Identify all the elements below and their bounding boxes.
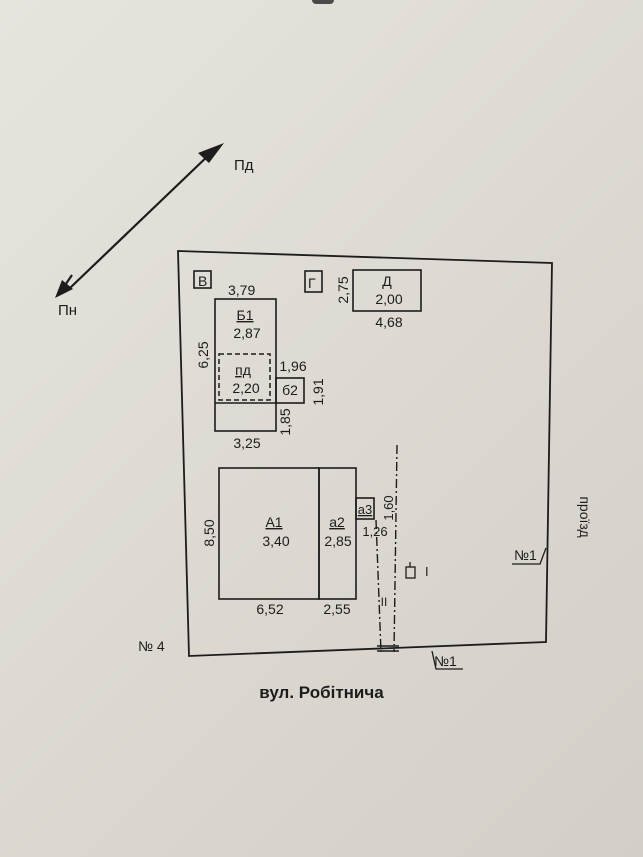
extension-a2-name: а2 — [329, 514, 345, 530]
neighbor-right-leader — [512, 547, 547, 565]
neighbor-bottom-label: №1 — [434, 653, 457, 669]
basement-pd-name: пд — [235, 362, 251, 378]
extension-a2-rect — [318, 467, 357, 600]
porch-a3-name: а3 — [358, 502, 372, 517]
building-b1-length: 6,25 — [195, 341, 211, 368]
building-b1-name: Б1 — [237, 307, 254, 323]
porch-a3-height: 1,26 — [362, 524, 387, 539]
south-label: Пд — [234, 157, 254, 174]
north-label: Пн — [58, 302, 77, 319]
house-a1-height: 3,40 — [262, 533, 289, 549]
porch-a3-length: 1,60 — [381, 495, 396, 520]
building-b1-width: 3,25 — [233, 435, 260, 451]
neighbor-left-label: № 4 — [138, 638, 165, 654]
page-edge-mark — [312, 0, 334, 4]
neighbor-bottom-leader — [431, 650, 463, 670]
building-d-height: 2,00 — [375, 291, 402, 307]
building-b2-length: 1,91 — [310, 378, 326, 405]
house-a1-width: 6,52 — [256, 601, 283, 617]
building-b1-rect — [214, 298, 277, 432]
building-d-depth: 2,75 — [335, 276, 351, 303]
fence-line-inner — [375, 519, 382, 653]
extension-a2-width: 2,55 — [323, 601, 350, 617]
fence-line-outer — [393, 444, 398, 653]
building-b1-ext-length: 1,85 — [277, 408, 293, 435]
basement-pd-rect — [218, 353, 271, 401]
building-v-box — [193, 270, 212, 289]
street-label: вул. Робітнича — [259, 683, 384, 702]
building-v-width: 3,79 — [228, 282, 255, 298]
building-b2-name: б2 — [282, 382, 298, 398]
building-d-width: 4,68 — [375, 314, 402, 330]
orientation-arrow — [55, 143, 224, 298]
lot-boundary — [177, 250, 553, 657]
fence-line-label: II — [381, 595, 388, 609]
building-g-letter: Г — [308, 275, 316, 291]
building-b2-width: 1,96 — [279, 358, 306, 374]
house-a1-length: 8,50 — [201, 519, 217, 546]
porch-a3-rect — [355, 497, 375, 520]
building-b2-rect — [275, 377, 305, 404]
house-a1-name: А1 — [265, 514, 282, 530]
building-b1-height: 2,87 — [233, 325, 260, 341]
well-symbol-icon — [405, 566, 416, 579]
building-d-name: Д — [382, 273, 392, 289]
building-v-letter: В — [198, 273, 207, 289]
building-g-box — [304, 270, 323, 293]
neighbor-right-label: №1 — [514, 547, 537, 563]
building-d-rect — [352, 269, 422, 312]
basement-pd-height: 2,20 — [232, 380, 259, 396]
well-label: I — [425, 564, 429, 579]
extension-a2-height: 2,85 — [324, 533, 351, 549]
side-road-label: проїзд — [577, 496, 593, 537]
